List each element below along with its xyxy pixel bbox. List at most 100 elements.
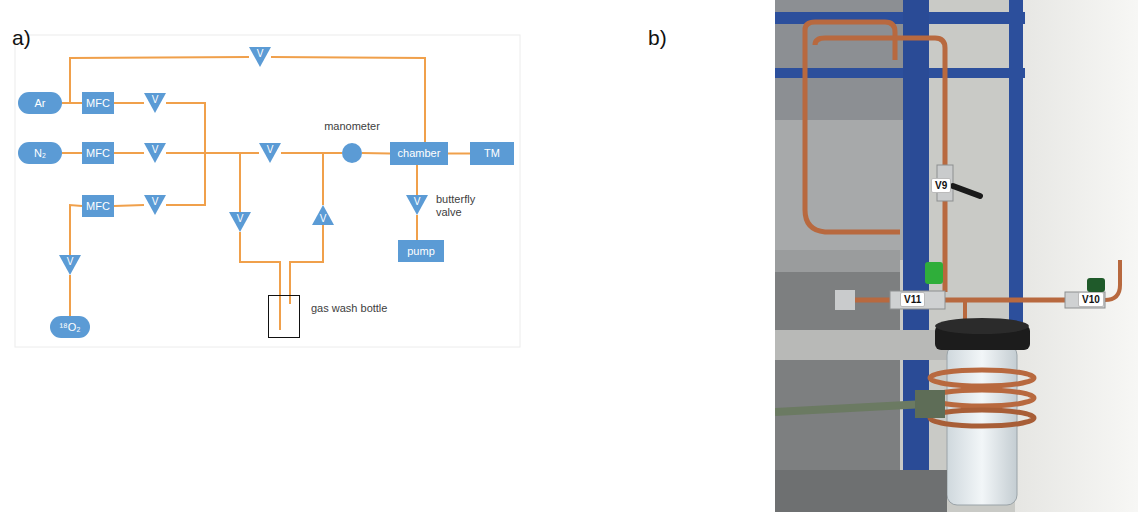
gas-source: N₂ [18,142,62,164]
node-label: pump [407,245,435,257]
blue-frame-post [1009,0,1023,340]
gas-line-path [114,152,144,154]
gas-wash-bottle: gas wash bottle [268,295,300,338]
valve-tag: V10 [1078,292,1104,307]
gas-line [362,153,390,155]
panel-letter: b) [648,26,667,50]
gas-line [166,153,240,212]
blue-frame-post [903,0,929,512]
bench-surface [775,330,950,360]
node-caption: gas wash bottle [311,302,421,315]
valve-symbol: V [59,255,81,275]
bottle-lid-top [935,318,1029,334]
fitting [835,290,855,310]
gas-line [62,103,82,104]
process-box: MFC [82,92,114,114]
valve-handle [953,186,980,196]
copper-coil [930,410,1034,426]
gas-line [417,215,418,240]
valve-handle [925,262,943,284]
gas-line [290,225,323,295]
gas-line [166,103,259,153]
process-box: pump [398,240,444,262]
gas-line-path [448,153,470,155]
gas-line [417,165,418,195]
node-label: V [414,196,421,207]
copper-coil [930,390,1034,406]
node-label: MFC [86,147,110,159]
panel-letter: a) [12,26,31,50]
valve-handle [1087,278,1105,292]
gas-line-path [271,57,425,142]
valve-symbol: V [144,93,166,113]
valve-shape [249,47,271,67]
gas-line [281,153,342,154]
valve-tag: V11 [900,292,925,307]
node-label: ¹⁸O₂ [59,321,80,333]
valve-shape [144,93,166,113]
gas-line-path [362,152,390,155]
node-label: chamber [398,147,441,159]
copper-tube [1105,260,1120,300]
gas-source: Ar [18,92,62,114]
process-box: TM [470,142,514,165]
photo-background [775,0,1138,512]
bench-edge [775,470,947,512]
photo-illustration [775,0,1138,512]
node-caption: butterfly valve [436,193,490,218]
gas-line-path [69,275,71,316]
node-label: N₂ [34,147,46,159]
valve-shape [312,205,334,225]
valve-shape [229,212,251,232]
node-label: V [267,144,274,155]
valve-symbol: V [312,205,334,225]
gas-line-path [114,102,144,104]
valve-shape [406,195,428,215]
gas-line-path [166,103,259,153]
node-label: V [67,256,74,267]
node-label: V [152,144,159,155]
copper-tube [805,30,900,232]
gas-line-path [166,153,259,205]
node-label: V [152,196,159,207]
gas-source: ¹⁸O₂ [50,316,90,338]
valve-symbol: V [259,143,281,163]
valve-symbol: V [144,143,166,163]
node-label: MFC [86,97,110,109]
valve-symbol: V [144,195,166,215]
node-label: V [237,213,244,224]
gas-line [70,205,82,255]
gas-line-path [62,152,82,154]
gas-line-path [240,232,280,295]
valve-body [890,291,945,309]
gas-line [62,153,82,154]
valve-body [1065,292,1105,308]
valve-shape [59,255,81,275]
gas-line [114,205,144,206]
gas-line [240,232,280,295]
gas-line [448,153,470,154]
copper-tube [943,200,948,292]
inlet-tube [279,295,281,330]
valve-symbol: V [249,47,271,67]
process-box: chamber [390,142,448,165]
gas-line-path [62,102,82,104]
lab-wall [1015,0,1138,512]
gas-line-path [416,165,418,195]
valve-shape [144,195,166,215]
gas-line-path [323,153,342,205]
gas-line [271,57,425,142]
process-box: MFC [82,195,114,217]
manometer-symbol: manometer [342,143,362,163]
process-box: MFC [82,142,114,164]
valve-symbol: Vbutterfly valve [406,195,428,215]
gas-line [70,275,71,316]
outlet-tube [289,295,291,304]
blue-frame-bar [775,68,1025,78]
valve-symbol: V [229,212,251,232]
gas-line-path [70,205,82,255]
valve-tag: V9 [931,178,951,193]
gas-line [166,153,259,205]
valve-shape [144,143,166,163]
gas-line-path [114,205,144,206]
